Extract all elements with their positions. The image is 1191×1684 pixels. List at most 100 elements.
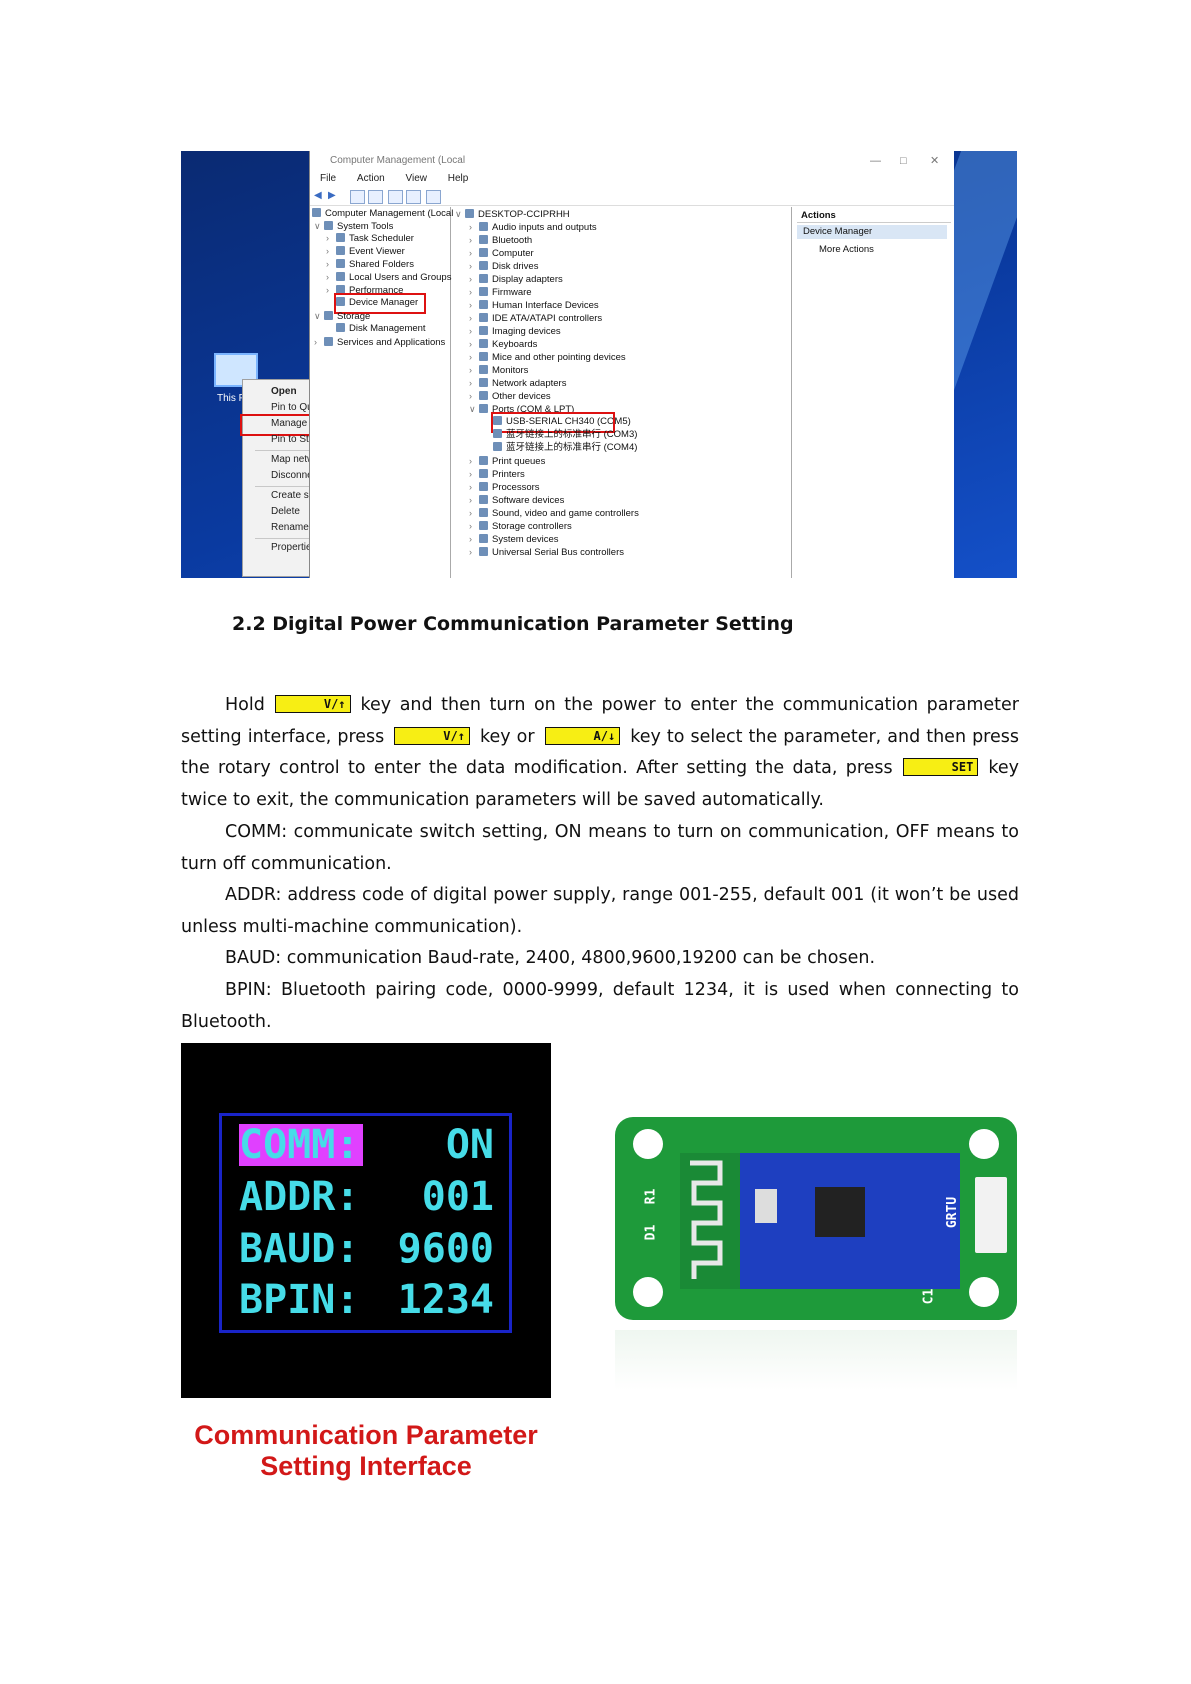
actions-header: Actions xyxy=(797,209,951,223)
menu-delete[interactable]: Delete xyxy=(271,506,300,517)
device-category[interactable]: ›Computer xyxy=(469,248,534,259)
mount-hole xyxy=(969,1277,999,1307)
device-category[interactable]: ›Print queues xyxy=(469,456,546,467)
tree-item[interactable]: ∨System Tools xyxy=(314,221,394,232)
device-item[interactable]: 蓝牙链接上的标准串行 (COM4) xyxy=(493,441,637,455)
actions-more[interactable]: More Actions xyxy=(819,244,874,255)
this-pc-icon[interactable] xyxy=(206,351,261,411)
folder-icon[interactable] xyxy=(350,190,365,204)
lcd-row-comm: COMM:ON xyxy=(239,1122,494,1168)
minimize-icon[interactable]: — xyxy=(870,155,881,167)
pcb-reflection xyxy=(615,1330,1017,1390)
computer-management-window: Computer Management (Local — □ ✕ File Ac… xyxy=(309,151,954,578)
properties-icon[interactable] xyxy=(406,190,421,204)
actions-pane: Actions Device Manager More Actions xyxy=(795,207,954,578)
v-up-key-icon: V/↑ xyxy=(394,726,470,745)
figure-caption: Communication Parameter Setting Interfac… xyxy=(183,1420,549,1482)
close-icon[interactable]: ✕ xyxy=(930,155,940,167)
console-icon[interactable] xyxy=(368,190,383,204)
menu-view[interactable]: View xyxy=(405,173,427,184)
connector-header xyxy=(975,1177,1007,1253)
menu-help[interactable]: Help xyxy=(447,173,469,184)
device-category[interactable]: ›Bluetooth xyxy=(469,235,533,246)
device-category[interactable]: ›System devices xyxy=(469,534,559,545)
device-usb-serial[interactable]: USB-SERIAL CH340 (COM5) xyxy=(493,415,631,429)
tree-item[interactable]: ›Shared Folders xyxy=(326,259,414,270)
lcd-row-baud: BAUD:9600 xyxy=(239,1226,494,1272)
device-category[interactable]: ›Human Interface Devices xyxy=(469,300,599,311)
tree-root[interactable]: ∨DESKTOP-CCIPRHH xyxy=(455,209,570,220)
device-category[interactable]: ›Other devices xyxy=(469,391,551,402)
device-category[interactable]: ›Disk drives xyxy=(469,261,539,272)
device-tree: ∨DESKTOP-CCIPRHH ›Audio inputs and outpu… xyxy=(453,207,792,578)
actions-device-manager[interactable]: Device Manager xyxy=(797,225,947,239)
antenna-area xyxy=(680,1153,740,1289)
caption-line1: Communication Parameter xyxy=(194,1420,538,1450)
crystal-component xyxy=(755,1189,777,1223)
device-category[interactable]: ›Firmware xyxy=(469,287,532,298)
tree-item[interactable]: ›Local Users and Groups xyxy=(326,272,452,283)
device-category[interactable]: ›Audio inputs and outputs xyxy=(469,222,597,233)
device-category[interactable]: ›Network adapters xyxy=(469,378,567,389)
device-category[interactable]: ›Display adapters xyxy=(469,274,563,285)
menu-pin-start[interactable]: Pin to Start xyxy=(271,434,321,445)
tree-item[interactable]: ›Task Scheduler xyxy=(326,233,414,244)
help-icon[interactable] xyxy=(388,190,403,204)
monitor-icon[interactable] xyxy=(426,190,441,204)
device-category[interactable]: ›Universal Serial Bus controllers xyxy=(469,547,624,558)
device-category[interactable]: ›Mice and other pointing devices xyxy=(469,352,626,363)
device-category[interactable]: ›Processors xyxy=(469,482,540,493)
paragraph-addr: ADDR: address code of digital power supp… xyxy=(181,885,1019,937)
device-category[interactable]: ›Keyboards xyxy=(469,339,538,350)
silk-c1: C1 xyxy=(921,1288,937,1305)
toolbar: ◀ ▶ xyxy=(310,189,954,206)
lcd-row-addr: ADDR:001 xyxy=(239,1174,494,1220)
mount-hole xyxy=(633,1129,663,1159)
window-title: Computer Management (Local xyxy=(330,155,466,166)
device-category[interactable]: ›Printers xyxy=(469,469,525,480)
menu-file[interactable]: File xyxy=(320,173,337,184)
forward-icon[interactable]: ▶ xyxy=(328,190,336,201)
section-heading: 2.2 Digital Power Communication Paramete… xyxy=(232,613,794,635)
tree-item[interactable]: ∨Storage xyxy=(314,311,371,322)
silk-d1: D1 xyxy=(643,1224,659,1241)
caption-line2: Setting Interface xyxy=(260,1451,472,1481)
window-titlebar: Computer Management (Local — □ ✕ xyxy=(310,151,954,171)
menu-open[interactable]: Open xyxy=(271,386,297,397)
console-tree: Computer Management (Local ∨System Tools… xyxy=(310,207,453,578)
tree-item[interactable]: ›Performance xyxy=(326,285,404,296)
tree-item[interactable]: Computer Management (Local xyxy=(312,207,453,221)
highlight-box xyxy=(334,293,426,314)
menu-rename[interactable]: Rename xyxy=(271,522,309,533)
menu-action[interactable]: Action xyxy=(356,173,385,184)
menu-create-shortcut[interactable]: Create shortcut xyxy=(271,490,340,501)
device-category[interactable]: ›Software devices xyxy=(469,495,565,506)
device-category[interactable]: ›Monitors xyxy=(469,365,529,376)
device-category-ports[interactable]: ∨Ports (COM & LPT) xyxy=(469,404,575,415)
mount-hole xyxy=(969,1129,999,1159)
menu-properties[interactable]: Properties xyxy=(271,542,317,553)
back-icon[interactable]: ◀ xyxy=(314,190,322,201)
highlight-box xyxy=(491,412,615,433)
menu-manage[interactable]: Manage xyxy=(271,418,308,429)
tree-item[interactable]: ›Event Viewer xyxy=(326,246,405,257)
set-key-icon: SET xyxy=(902,758,979,776)
bluetooth-module-photo: R1 D1 GRTU C1 xyxy=(615,1117,1017,1320)
tree-item[interactable]: ›Services and Applications xyxy=(314,337,446,348)
device-item[interactable]: 蓝牙链接上的标准串行 (COM3) xyxy=(493,428,637,442)
lcd-frame: COMM:ON ADDR:001 BAUD:9600 BPIN:1234 xyxy=(219,1113,512,1333)
device-category[interactable]: ›Sound, video and game controllers xyxy=(469,508,639,519)
silk-r1: R1 xyxy=(643,1188,659,1205)
tree-item[interactable]: Disk Management xyxy=(336,322,426,336)
v-up-key-icon: V/↑ xyxy=(274,695,351,713)
device-category[interactable]: ›IDE ATA/ATAPI controllers xyxy=(469,313,603,324)
paragraph-bpin: BPIN: Bluetooth pairing code, 0000-9999,… xyxy=(181,980,1019,1032)
device-category[interactable]: ›Storage controllers xyxy=(469,521,572,532)
lcd-display: COMM:ON ADDR:001 BAUD:9600 BPIN:1234 xyxy=(181,1043,551,1398)
maximize-icon[interactable]: □ xyxy=(900,155,907,167)
tree-item-device-manager[interactable]: Device Manager xyxy=(336,296,418,310)
device-category[interactable]: ›Imaging devices xyxy=(469,326,561,337)
lcd-row-bpin: BPIN:1234 xyxy=(239,1277,494,1323)
paragraph-baud: BAUD: communication Baud-rate, 2400, 480… xyxy=(225,948,876,968)
